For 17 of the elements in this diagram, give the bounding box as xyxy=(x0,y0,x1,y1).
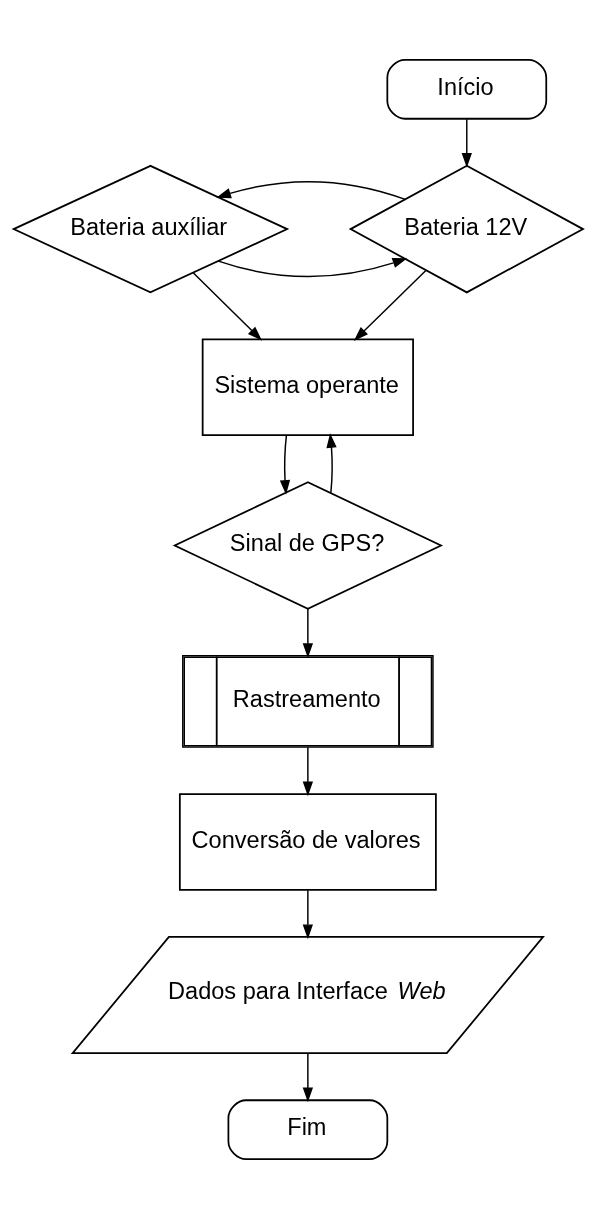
arrow xyxy=(353,269,427,341)
node-box: Fim xyxy=(227,1099,389,1160)
arrow xyxy=(192,272,263,341)
arrow xyxy=(461,118,472,168)
node-diamond: Bateria 12V xyxy=(348,164,585,294)
arrow xyxy=(216,180,406,201)
arrow xyxy=(302,889,314,940)
node-diamond: Bateria auxíliar xyxy=(11,164,290,294)
arrow xyxy=(279,434,291,495)
arrow xyxy=(302,608,314,659)
node-box: Conversão de valores xyxy=(178,793,437,891)
arrow xyxy=(302,1052,314,1103)
arrow xyxy=(302,746,314,797)
node-box: Início xyxy=(386,59,548,120)
arrow xyxy=(326,433,337,494)
arrow xyxy=(217,258,408,278)
node-box: Sistema operante xyxy=(201,338,414,436)
